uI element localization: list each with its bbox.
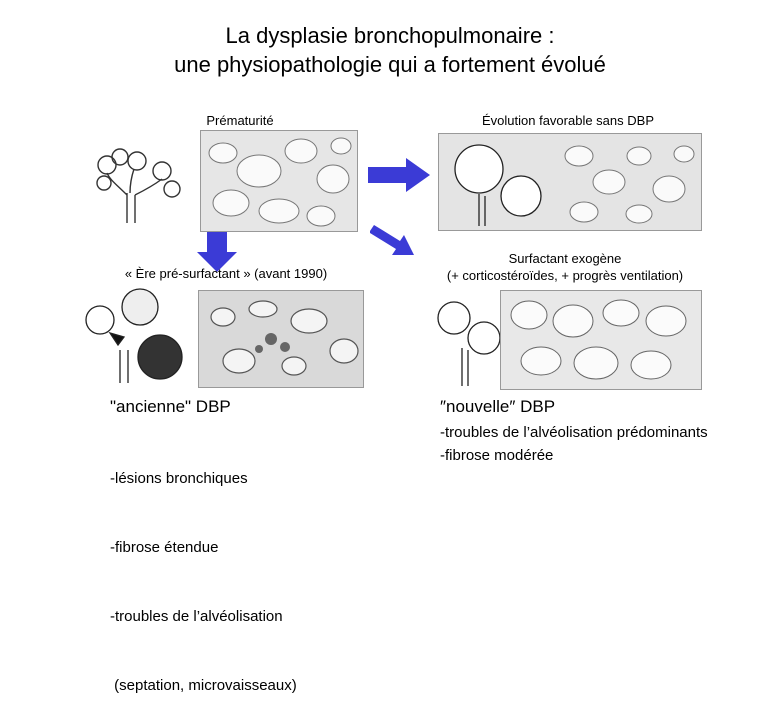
- pre-surfactant-era-label: « Ère pré-surfactant » (avant 1990): [124, 266, 328, 281]
- list-item: (septation, microvaisseaux): [110, 677, 297, 694]
- new-bpd-micrograph: [500, 290, 702, 390]
- favorable-evolution-label: Évolution favorable sans DBP: [482, 113, 654, 128]
- surfactant-label-line-1: Surfactant exogène: [508, 251, 622, 266]
- new-bpd-airway-drawing: [432, 288, 512, 388]
- slide-title-line-1: La dysplasie bronchopulmonaire :: [225, 23, 555, 48]
- arrow-diagonal-down-right: [370, 225, 414, 259]
- surfactant-label-line-2: (+ corticostéroïdes, + progrès ventilati…: [446, 268, 684, 283]
- list-item: -fibrose étendue: [110, 539, 219, 556]
- old-bpd-micrograph: [198, 290, 364, 388]
- list-item: -troubles de l’alvéolisation prédominant…: [440, 424, 708, 441]
- arrow-down: [197, 232, 237, 272]
- slide-title-line-2: une physiopathologie qui a fortement évo…: [174, 52, 606, 77]
- prematurity-label: Prématurité: [206, 113, 274, 128]
- prematurity-micrograph: [200, 130, 358, 232]
- old-bpd-list: -lésions bronchiques -fibrose étendue -t…: [110, 421, 297, 720]
- old-bpd-heading: "ancienne" DBP: [110, 397, 231, 416]
- list-item: -troubles de l’alvéolisation: [110, 608, 283, 625]
- list-item: -fibrose modérée: [440, 447, 554, 464]
- old-bpd-airway-drawing: [80, 285, 190, 385]
- new-bpd-list: -troubles de l’alvéolisation prédominant…: [440, 421, 708, 467]
- favorable-micrograph: [438, 133, 702, 231]
- list-item: -lésions bronchiques: [110, 470, 248, 487]
- new-bpd-heading: ″nouvelle″ DBP: [440, 397, 556, 416]
- immature-airway-tree-drawing: [92, 145, 187, 225]
- arrow-right: [368, 158, 430, 192]
